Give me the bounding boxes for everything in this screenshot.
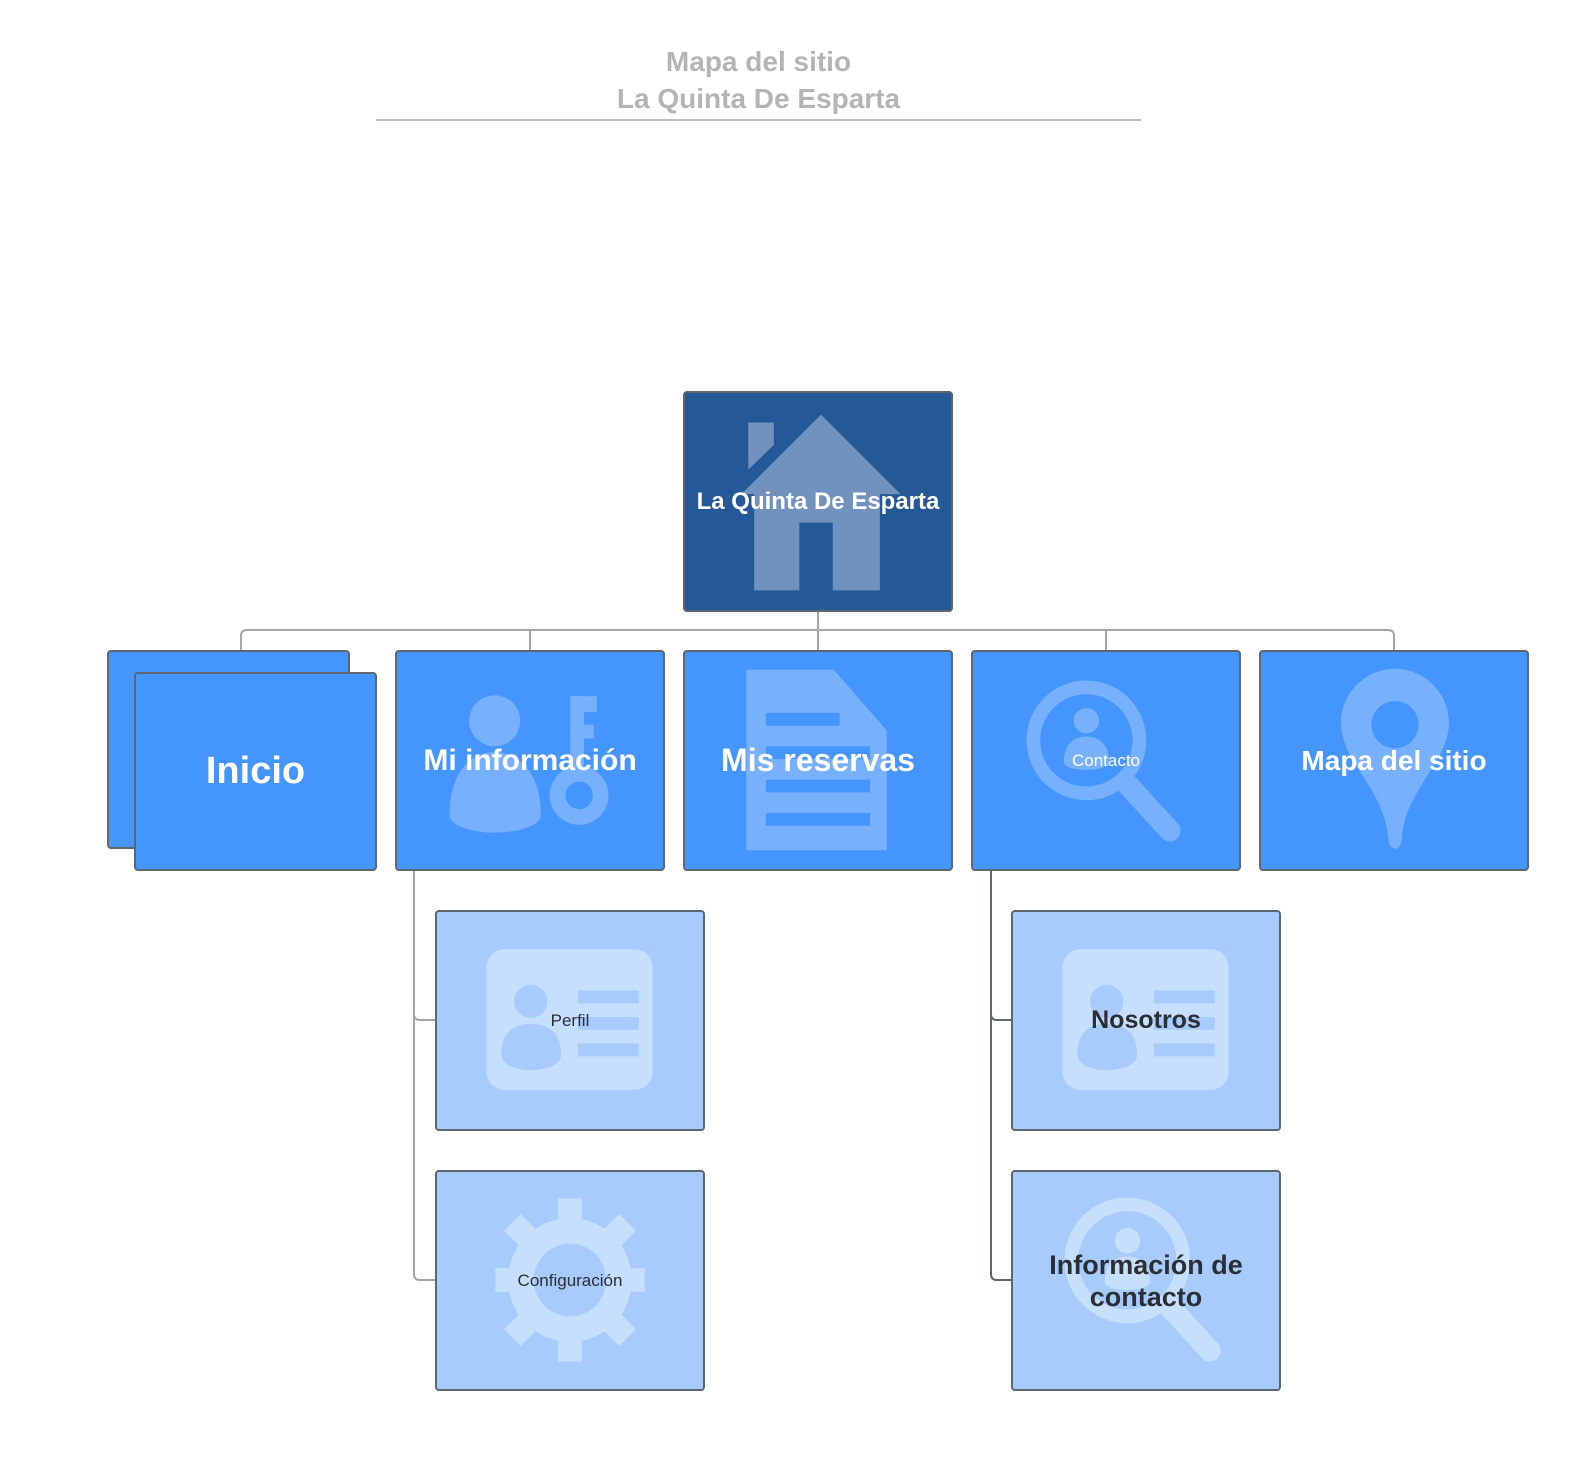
node-contacto[interactable]: Contacto (971, 650, 1241, 871)
node-label: Nosotros (1091, 1006, 1201, 1034)
node-label: Mapa del sitio (1301, 744, 1487, 776)
node-perfil[interactable]: Perfil (435, 910, 705, 1131)
connector-info-contacto (990, 1010, 1012, 1281)
node-mis-reservas[interactable]: Mis reservas (683, 650, 953, 871)
house-icon (741, 414, 901, 591)
node-label: Perfil (550, 1010, 590, 1030)
node-label: Información de contacto (1049, 1249, 1243, 1312)
diagram-title-line1: Mapa del sitio (665, 46, 852, 77)
user-search-icon (1026, 680, 1181, 842)
node-mi-informacion[interactable]: Mi información (395, 650, 665, 871)
id-card-icon (486, 949, 653, 1090)
map-pin-icon (1340, 668, 1449, 849)
title-underline (376, 119, 1141, 121)
diagram-title-line2: La Quinta De Esparta (616, 83, 901, 114)
connector-perfil (413, 870, 436, 1021)
id-card-icon (1062, 949, 1229, 1090)
node-configuracion[interactable]: Configuración (435, 1170, 705, 1391)
node-label: Contacto (1071, 750, 1141, 770)
node-label: Inicio (205, 750, 306, 792)
connector-nosotros (990, 870, 1012, 1021)
gear-icon (495, 1198, 645, 1362)
node-label: Configuración (517, 1270, 623, 1290)
node-informacion-de-contacto[interactable]: Información de contacto (1011, 1170, 1281, 1391)
node-nosotros[interactable]: Nosotros (1011, 910, 1281, 1131)
node-label: La Quinta De Esparta (696, 487, 940, 515)
document-icon (746, 669, 887, 851)
user-key-icon (449, 695, 609, 833)
node-label: Mis reservas (721, 742, 915, 778)
node-la-quinta-de-esparta[interactable]: La Quinta De Esparta (683, 391, 953, 612)
node-label: Mi información (423, 743, 637, 777)
connector-configuracion (413, 1010, 436, 1281)
node-inicio[interactable]: Inicio (134, 672, 377, 871)
node-mapa-del-sitio[interactable]: Mapa del sitio (1259, 650, 1529, 871)
user-search-icon (1064, 1197, 1221, 1362)
